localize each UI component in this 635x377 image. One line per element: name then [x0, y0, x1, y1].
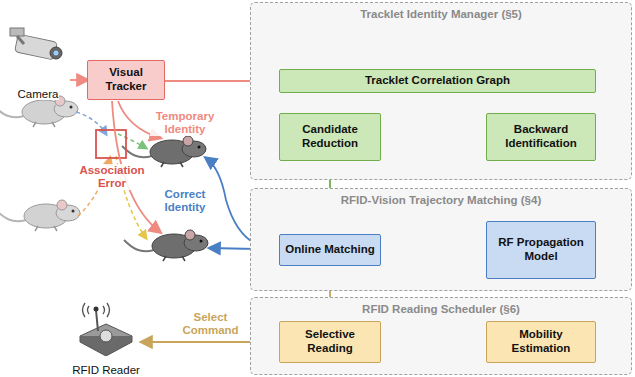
- trajectory: [118, 134, 146, 148]
- process-box: Candidate Reduction: [279, 113, 381, 161]
- process-box: Backward Identification: [486, 113, 596, 161]
- process-box: Mobility Estimation: [486, 321, 596, 363]
- process-box: Tracklet Correlation Graph: [279, 69, 596, 93]
- process-box: Visual Tracker: [87, 60, 165, 100]
- annotation-label: Correct Identity: [150, 188, 220, 214]
- node-label: Tracklet Correlation Graph: [365, 74, 510, 88]
- edge-label: Select Command: [180, 311, 242, 337]
- node-label: RFID Reader: [71, 364, 141, 376]
- device-icon: Camera: [6, 22, 70, 100]
- rat-figure: [122, 136, 206, 167]
- node-label: Camera: [17, 88, 60, 100]
- region-title: RFID-Vision Trajectory Matching (§4): [338, 194, 544, 206]
- node-label: Visual Tracker: [92, 66, 160, 94]
- process-box: Online Matching: [279, 234, 381, 266]
- node-label: Selective Reading: [284, 328, 376, 356]
- node-label: Candidate Reduction: [284, 123, 376, 151]
- rat-figure: [124, 230, 208, 261]
- rat-figure: [0, 96, 78, 127]
- node-label: Mobility Estimation: [491, 328, 591, 356]
- rat-figure: [0, 200, 80, 231]
- region-title: Tracklet Identity Manager (§5): [357, 8, 525, 20]
- annotation-label: Temporary Identity: [150, 110, 220, 136]
- process-box: Selective Reading: [279, 321, 381, 363]
- node-label: Online Matching: [285, 243, 374, 257]
- module-region: Tracklet Identity Manager (§5) Tracklet C…: [250, 2, 632, 180]
- process-box: RF Propagation Model: [486, 221, 596, 279]
- error-box: [96, 130, 126, 158]
- node-label: RF Propagation Model: [491, 236, 591, 264]
- flow-arrow: [70, 79, 87, 81]
- module-region: RFID-Vision Trajectory Matching (§4) Onli…: [250, 188, 632, 291]
- region-title: RFID Reading Scheduler (§6): [359, 303, 523, 315]
- device-icon: RFID Reader: [70, 298, 142, 376]
- module-region: RFID Reading Scheduler (§6) Selective Rea…: [250, 297, 632, 375]
- annotation-label: Association Error: [66, 164, 158, 190]
- node-label: Backward Identification: [491, 123, 591, 151]
